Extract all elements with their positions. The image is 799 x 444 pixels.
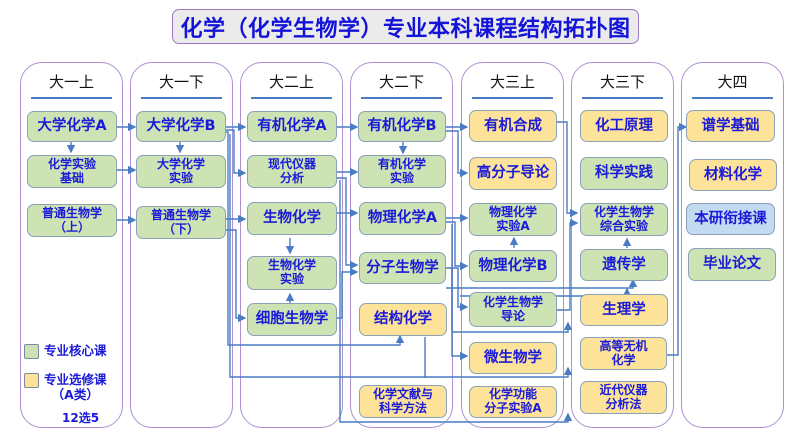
link [451,268,469,361]
column-divider [141,97,222,99]
course-advInorg[interactable]: 高等无机 化学 [580,337,667,370]
course-orgSynth[interactable]: 有机合成 [469,110,557,142]
course-polymer[interactable]: 高分子导论 [469,157,557,190]
link [557,121,579,218]
course-modernInstr[interactable]: 近代仪器 分析法 [580,381,667,414]
course-chemEng[interactable]: 化工原理 [580,110,668,142]
course-cellBio[interactable]: 细胞生物学 [247,303,337,336]
course-bioUp[interactable]: 普通生物学 （上） [27,204,117,237]
column-header: 大四 [717,73,748,91]
course-molBio[interactable]: 分子生物学 [359,252,446,284]
course-orgB[interactable]: 有机化学B [358,111,446,142]
column-header: 大一下 [158,73,204,91]
column-header: 大一上 [48,73,94,91]
course-genetics[interactable]: 遗传学 [580,249,668,281]
course-chemLab[interactable]: 大学化学 实验 [136,155,226,188]
link [337,177,359,270]
course-structChem[interactable]: 结构化学 [359,303,447,336]
column-divider [251,97,332,99]
link [446,130,469,178]
column-divider [361,97,442,99]
course-materials[interactable]: 材料化学 [689,159,777,191]
legend-swatch-core [24,344,39,359]
course-instrAnal[interactable]: 现代仪器 分析 [247,155,337,188]
course-physB[interactable]: 物理化学B [469,250,557,282]
course-physA[interactable]: 物理化学A [359,202,446,235]
legend-elective: 专业选修课 （A类） [24,372,107,402]
legend-note: 12选5 [62,411,100,425]
course-physiology[interactable]: 生理学 [580,294,668,326]
course-spectro[interactable]: 谱学基础 [686,110,775,142]
course-sciPractice[interactable]: 科学实践 [580,157,668,190]
legend-elective-label: 专业选修课 （A类） [44,372,107,402]
column-header: 大二上 [268,73,314,91]
link [226,129,247,178]
link [226,131,405,346]
course-physLabA[interactable]: 物理化学 实验A [469,203,557,236]
diagram-title: 化学（化学生物学）专业本科课程结构拓扑图 [172,9,639,44]
legend-swatch-elective [24,373,39,388]
course-chemLabBasic[interactable]: 化学实验 基础 [27,155,117,188]
course-thesis[interactable]: 毕业论文 [688,248,776,281]
column-divider [582,97,663,99]
course-chemBioIntro[interactable]: 化学生物学 导论 [469,292,557,327]
course-chemBioLab[interactable]: 化学生物学 综合实验 [580,203,668,236]
course-orgLab[interactable]: 有机化学 实验 [358,155,446,188]
link [226,229,247,323]
course-chemB[interactable]: 大学化学B [136,111,226,142]
course-funcMolLab[interactable]: 化学功能 分子实验A [469,386,557,418]
course-chemA[interactable]: 大学化学A [27,111,117,142]
course-bioDown[interactable]: 普通生物学 （下） [136,206,226,239]
legend-core: 专业核心课 [24,343,107,359]
course-bridgeCourse[interactable]: 本研衔接课 [686,203,775,235]
link [446,221,469,271]
link [667,122,688,356]
legend-core-label: 专业核心课 [44,343,107,358]
link [339,180,573,423]
column-header: 大二下 [378,73,424,91]
link [337,267,359,319]
column-header: 大三上 [489,73,535,91]
course-biochem[interactable]: 生物化学 [247,202,337,235]
course-literature[interactable]: 化学文献与 科学方法 [359,385,447,418]
link [557,218,579,311]
column-header: 大三下 [599,73,645,91]
column-divider [472,97,553,99]
course-microbio[interactable]: 微生物学 [469,342,557,374]
link [446,278,638,289]
course-orgA[interactable]: 有机化学A [247,111,337,142]
link [229,134,573,378]
column-divider [31,97,112,99]
column-divider [692,97,773,99]
course-biochemLab[interactable]: 生物化学 实验 [247,256,337,290]
